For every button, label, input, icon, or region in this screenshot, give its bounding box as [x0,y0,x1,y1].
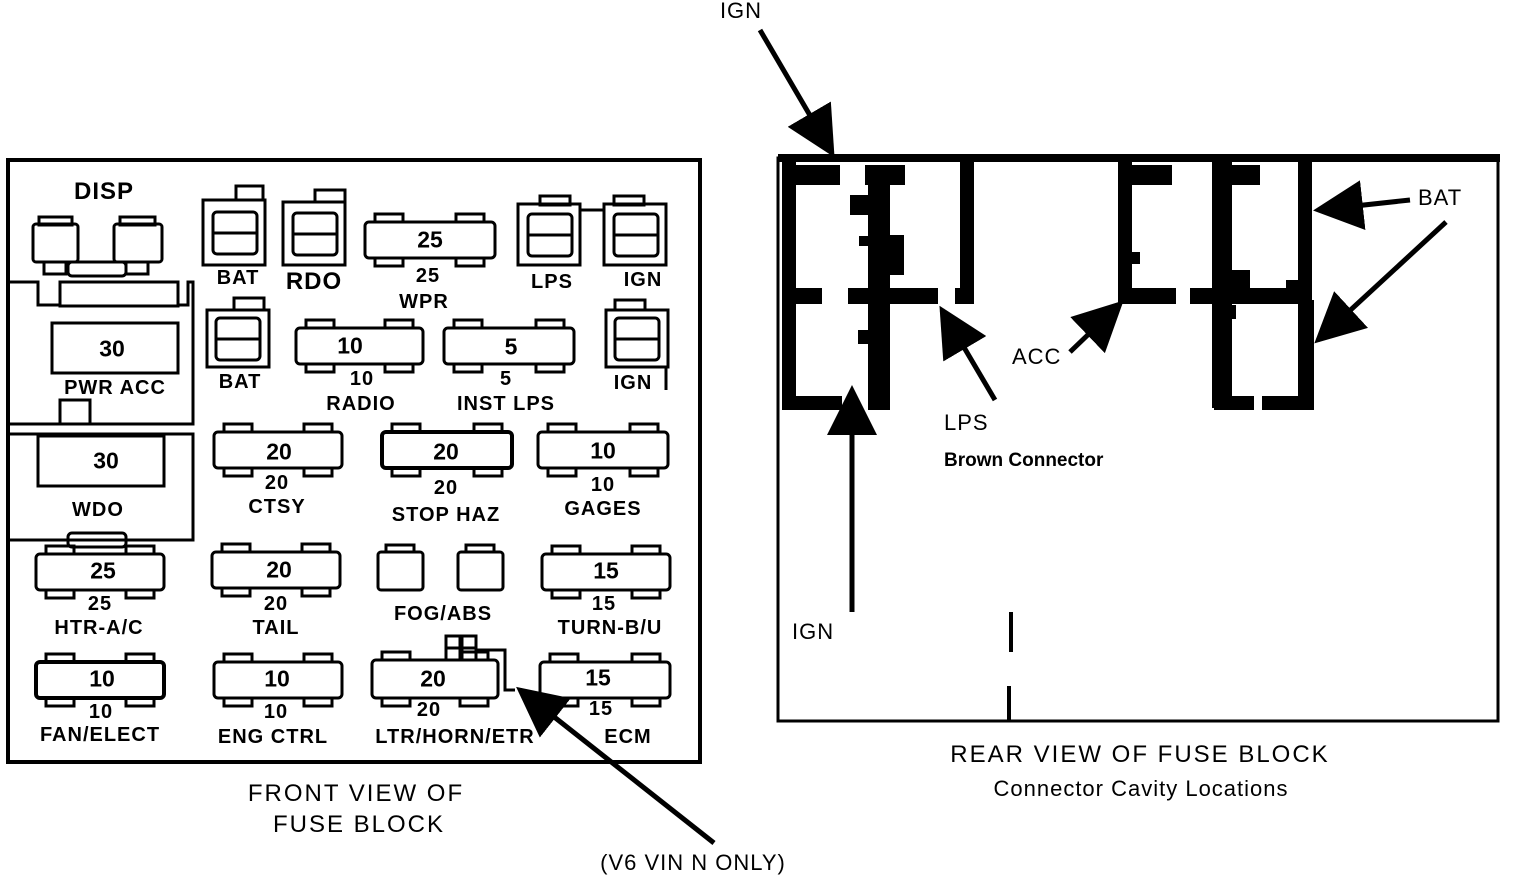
breaker-bat-mid [205,296,271,369]
rear-arrows [757,28,1448,612]
lps-arrow [939,305,998,402]
connector-cavities [782,158,1314,410]
fuse-pwr-acc-name: PWR ACC [64,377,166,399]
fuse-stop-haz-sub: 20 [433,477,459,499]
ign-top-arrow [757,28,835,158]
rear-ign-bottom-label: IGN [792,619,835,644]
breaker-rdo [281,188,347,267]
fuse-fan-elect-value: 10 [89,665,115,692]
fuse-ecm-name: ECM [604,726,652,748]
fuse-ltr-horn-etr-sub: 20 [416,699,442,721]
fuse-htr-ac-name: HTR-A/C [54,617,144,639]
fuse-tail-sub: 20 [263,593,289,615]
rear-view [757,28,1500,723]
rear-bat-label: BAT [1418,185,1463,210]
front-view-title-line1: FRONT VIEW OF [247,780,465,807]
fuse-turn-bu-name: TURN-B/U [557,617,663,639]
fuse-eng-ctrl-name: ENG CTRL [217,726,329,748]
disp-relay [31,215,164,278]
front-view-title-line2: FUSE BLOCK [272,811,446,838]
acc-arrow [1068,300,1124,354]
breaker-ign-top [602,194,668,267]
fuse-ctsy-name: CTSY [248,496,306,518]
fuse-ecm-body [538,660,672,700]
rear-view-title-line2: Connector Cavity Locations [993,776,1289,801]
fuse-ctsy-value: 20 [266,438,292,465]
front-view [6,158,716,845]
rear-lps-label: LPS [944,410,989,435]
rear-ign-top-label: IGN [719,0,763,23]
breaker-lps [516,194,582,267]
fuse-radio-value: 10 [337,332,363,359]
pwr-acc-housing [10,280,195,426]
fuse-turn-bu-sub: 15 [591,593,617,615]
fuse-htr-ac-sub: 25 [87,593,113,615]
fuse-fan-elect-name: FAN/ELECT [39,724,161,746]
fuse-wdo-value: 30 [93,447,119,474]
fuse-inst-lps-body [442,326,576,366]
fuse-htr-ac-body [34,552,166,592]
blade-fuses [34,212,672,708]
fuse-turn-bu-value: 15 [593,557,619,584]
fuse-eng-ctrl-sub: 10 [263,701,289,723]
fuse-ltr-horn-etr-value: 20 [420,665,446,692]
fuse-wdo-name: WDO [72,499,124,521]
fuse-ctsy-body [212,430,344,470]
fuse-wpr-name: WPR [399,291,449,313]
fuse-stop-haz-value: 20 [433,438,459,465]
rear-brown-connector-label: Brown Connector [944,450,1104,471]
disp-label: DISP [73,178,135,205]
breaker-ign-mid-label: IGN [613,372,653,394]
fuse-gages-sub: 10 [590,474,616,496]
v6-note-arrow [516,686,716,845]
fuse-ctsy-sub: 20 [264,472,290,494]
fuse-eng-ctrl-value: 10 [264,665,290,692]
fog-abs-label: FOG/ABS [393,603,493,625]
v6-note: (V6 VIN N ONLY) [600,850,786,875]
fuse-stop-haz-name: STOP HAZ [391,504,501,526]
fuse-radio-name: RADIO [326,393,396,415]
breaker-rdo-label: RDO [285,268,343,295]
fuse-ltr-horn-etr-name: LTR/HORN/ETR [375,726,535,748]
fuse-pwr-acc-value: 30 [99,335,125,362]
fuse-radio-body [294,326,425,366]
fuse-stop-haz-body [380,430,514,470]
bat-arrow-upper [1313,180,1411,230]
fuse-gages-name: GAGES [564,498,642,520]
breaker-ign-mid [604,298,670,390]
fuse-fan-elect-body [34,660,166,700]
rear-view-title-line1: REAR VIEW OF FUSE BLOCK [950,741,1330,768]
fuse-ltr-horn-etr-group [370,634,515,708]
breaker-bat-top [201,184,267,267]
breaker-lps-label: LPS [531,271,573,293]
fuse-turn-bu-body [540,552,672,592]
bat-arrow-lower [1314,220,1448,344]
breaker-ign-top-label: IGN [623,269,663,291]
fuse-radio-sub: 10 [349,368,375,390]
fuse-inst-lps-name: INST LPS [456,393,556,415]
fuse-ecm-value: 15 [585,664,611,691]
fuse-inst-lps-value: 5 [504,333,518,360]
fuse-gages-body [536,430,670,470]
fuse-ecm-sub: 15 [588,698,614,720]
fuse-tail-body [210,550,342,590]
fuse-wpr-value: 25 [417,226,443,253]
fuse-tail-value: 20 [266,556,292,583]
fuse-htr-ac-value: 25 [90,557,116,584]
breaker-bat-top-label: BAT [216,267,260,289]
wdo-housing [10,432,195,549]
fuse-fan-elect-sub: 10 [88,701,114,723]
fuse-wpr-sub: 25 [415,265,441,287]
fuse-wpr-body [363,220,497,260]
fuse-inst-lps-sub: 5 [499,368,513,390]
circuit-breakers [201,184,670,390]
fog-abs-relay [376,543,505,592]
rear-acc-label: ACC [1012,344,1062,369]
fuse-gages-value: 10 [590,437,616,464]
fuse-eng-ctrl-body [212,660,344,700]
breaker-bat-mid-label: BAT [218,371,262,393]
fuse-tail-name: TAIL [252,617,300,639]
front-view-outline [6,158,702,764]
